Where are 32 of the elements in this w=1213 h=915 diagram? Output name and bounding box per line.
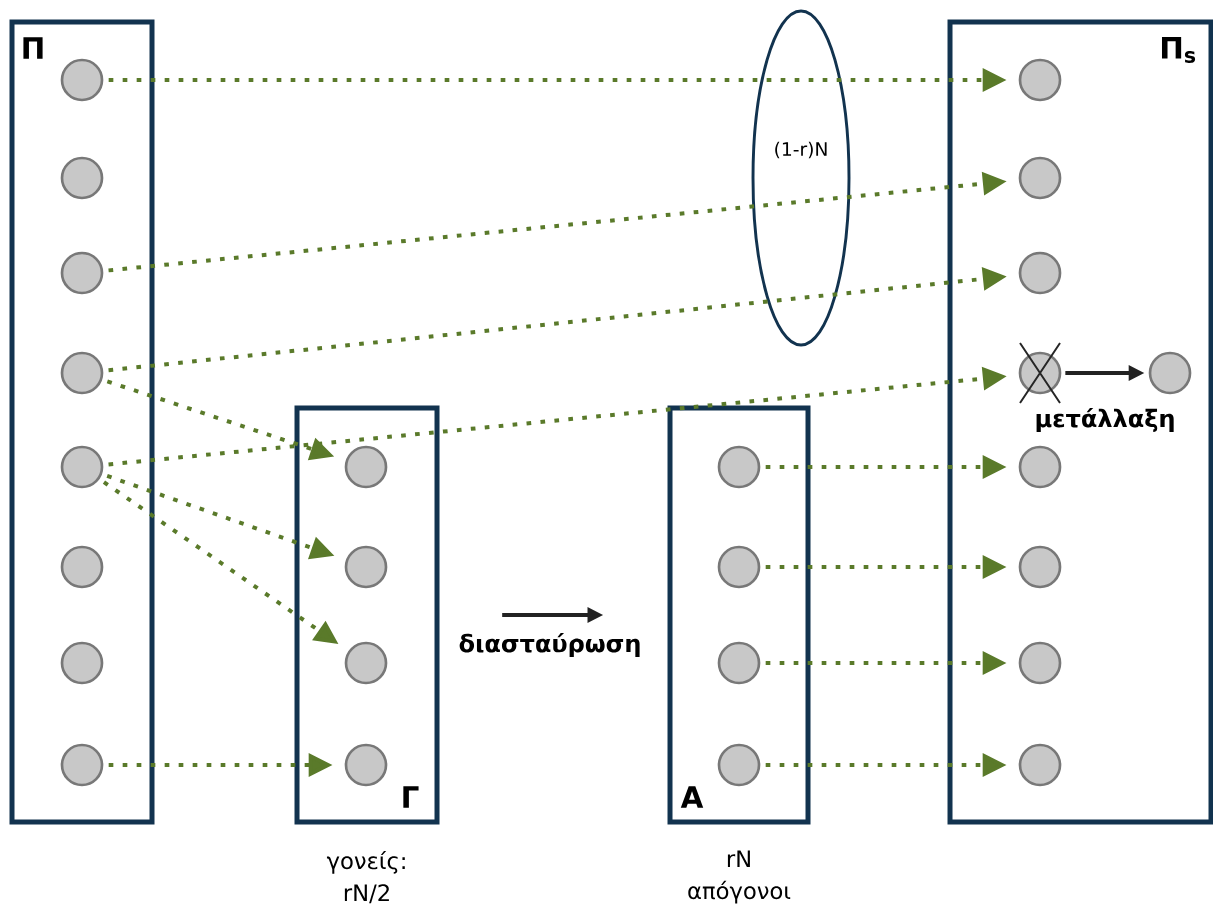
individual-circle bbox=[1018, 445, 1062, 489]
individual-circle bbox=[344, 641, 388, 685]
individual-circle bbox=[1018, 58, 1062, 102]
individual-circle bbox=[344, 545, 388, 589]
individual-circle bbox=[1018, 351, 1062, 395]
individual-circle bbox=[717, 445, 761, 489]
individual-circle bbox=[717, 545, 761, 589]
individual-circle bbox=[1148, 351, 1192, 395]
group-box: Π bbox=[9, 19, 155, 825]
individual-circle bbox=[60, 251, 104, 295]
individual-circle bbox=[60, 351, 104, 395]
individual-circle bbox=[60, 545, 104, 589]
individual-circle bbox=[60, 156, 104, 200]
edge-label: μετάλλαξη bbox=[1033, 406, 1177, 434]
individual-circle bbox=[1018, 743, 1062, 787]
individual-circle bbox=[60, 743, 104, 787]
individual-circle bbox=[60, 58, 104, 102]
individual-circle bbox=[1018, 156, 1062, 200]
individual-circle bbox=[1018, 545, 1062, 589]
edge-label: διασταύρωση bbox=[457, 631, 643, 659]
individual-circle bbox=[717, 641, 761, 685]
group-box: Γ bbox=[294, 405, 440, 825]
individual-circle bbox=[1018, 251, 1062, 295]
individual-circle bbox=[1018, 641, 1062, 685]
node-label: rN απόγονοι bbox=[688, 850, 791, 904]
individual-circle bbox=[344, 743, 388, 787]
individual-circle bbox=[344, 445, 388, 489]
individual-circle bbox=[60, 641, 104, 685]
individual-circle bbox=[717, 743, 761, 787]
node-label: γονείς: rN/2 bbox=[326, 850, 405, 904]
group-box: A bbox=[667, 405, 811, 825]
individual-circle bbox=[60, 445, 104, 489]
